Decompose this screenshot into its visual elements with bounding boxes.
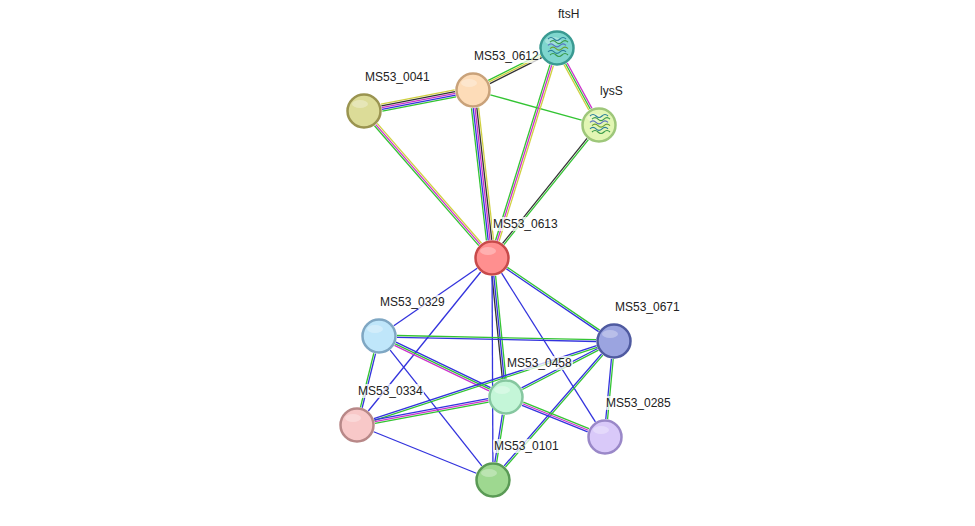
protein-node: ftsH [539,30,575,66]
interaction-edge [374,346,597,421]
interaction-edge [492,276,506,380]
node-label: MS53_0612 [473,49,540,63]
node-label: MS53_0671 [614,300,681,314]
interaction-edge [522,402,589,432]
node-label: MS53_0041 [364,70,431,84]
interaction-edge [381,90,456,111]
protein-node: MS53_0458 [488,379,524,415]
protein-node: MS53_0329 [361,318,397,354]
node-label: ftsH [557,7,580,21]
node-label: MS53_0334 [357,384,424,398]
node-label: MS53_0458 [506,356,573,370]
node-circle [581,107,617,143]
node-circle [346,93,382,129]
protein-node: lysS [581,107,617,143]
node-circle [539,30,575,66]
interaction-edge [492,276,494,462]
interaction-edge [397,335,596,341]
interaction-edge [471,107,493,240]
node-circle [339,407,375,443]
node-label: MS53_0329 [379,295,446,309]
interaction-edge [564,63,592,110]
node-label: MS53_0285 [605,396,672,410]
interaction-edge [506,267,599,331]
protein-node: MS53_0613 [474,240,510,276]
protein-node: MS53_0612 [455,72,491,108]
interaction-edge [374,123,481,245]
node-label: lysS [599,84,624,98]
interaction-edge [374,432,477,474]
node-circle [455,72,491,108]
protein-node: MS53_0101 [475,462,511,498]
protein-node: MS53_0671 [596,323,632,359]
node-circle [596,323,632,359]
node-circle [475,462,511,498]
interaction-edge [360,353,375,407]
node-circle [361,318,397,354]
node-circle [474,240,510,276]
node-circle [587,419,623,455]
interaction-edge [606,359,613,419]
node-label: MS53_0613 [492,217,559,231]
protein-node: MS53_0285 [587,419,623,455]
node-circle [488,379,524,415]
node-label: MS53_0101 [493,439,560,453]
interaction-edge [374,399,488,424]
protein-node: MS53_0334 [339,407,375,443]
protein-node: MS53_0041 [346,93,382,129]
interaction-edge [496,65,554,242]
